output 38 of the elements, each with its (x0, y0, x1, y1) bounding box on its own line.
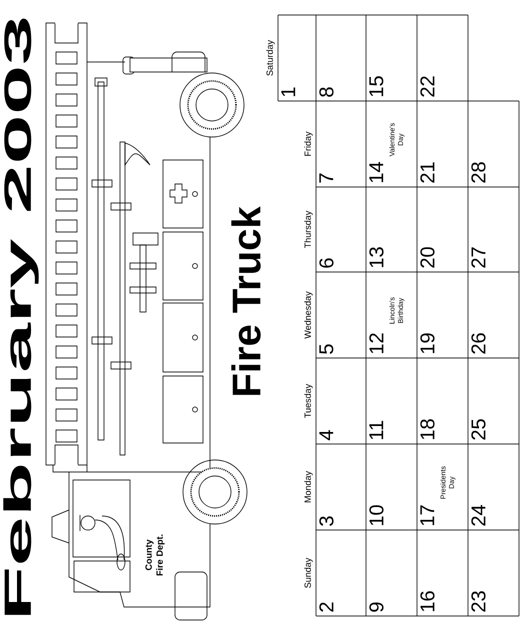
weekday-label: Tuesday (304, 384, 313, 418)
date-number: 10 (369, 505, 384, 526)
date-number: 11 (369, 420, 384, 440)
date-number: 19 (420, 333, 434, 354)
date-number: 12 (369, 333, 384, 354)
date-number: 28 (471, 162, 486, 183)
date-number: 13 (369, 247, 384, 268)
date-number: 20 (420, 247, 434, 268)
date-number: 14 (369, 162, 384, 182)
date-number: 8 (319, 87, 334, 97)
weekday-label: Monday (304, 471, 313, 502)
truck-heading: Fire Truck (231, 206, 261, 395)
date-number: 23 (471, 591, 486, 612)
date-number: 16 (420, 591, 434, 612)
date-number: 24 (471, 505, 486, 526)
date-number: 25 (471, 419, 486, 440)
weekday-label: Sunday (304, 558, 313, 588)
date-number: 9 (369, 602, 384, 612)
weekday-label: Wednesday (304, 291, 313, 339)
date-number: 18 (420, 419, 434, 440)
date-number: 6 (319, 258, 334, 268)
door-lettering: County Fire Dept. (145, 534, 165, 576)
date-number: 4 (319, 430, 334, 440)
page-title: February 2003 (3, 18, 39, 615)
date-number: 27 (471, 247, 486, 268)
date-number: 22 (420, 76, 434, 97)
weekday-label: Friday (304, 132, 313, 156)
date-number: 1 (281, 88, 296, 96)
date-number: 21 (420, 162, 434, 183)
date-number: 5 (319, 344, 334, 354)
date-number: 7 (319, 174, 334, 183)
date-number: 17 (420, 505, 434, 526)
date-number: 2 (319, 602, 334, 612)
weekday-label: Thursday (304, 210, 313, 248)
date-number: 26 (471, 333, 486, 354)
date-number: 3 (319, 516, 334, 526)
weekday-label: Saturday (266, 40, 275, 76)
date-number: 15 (369, 76, 384, 96)
